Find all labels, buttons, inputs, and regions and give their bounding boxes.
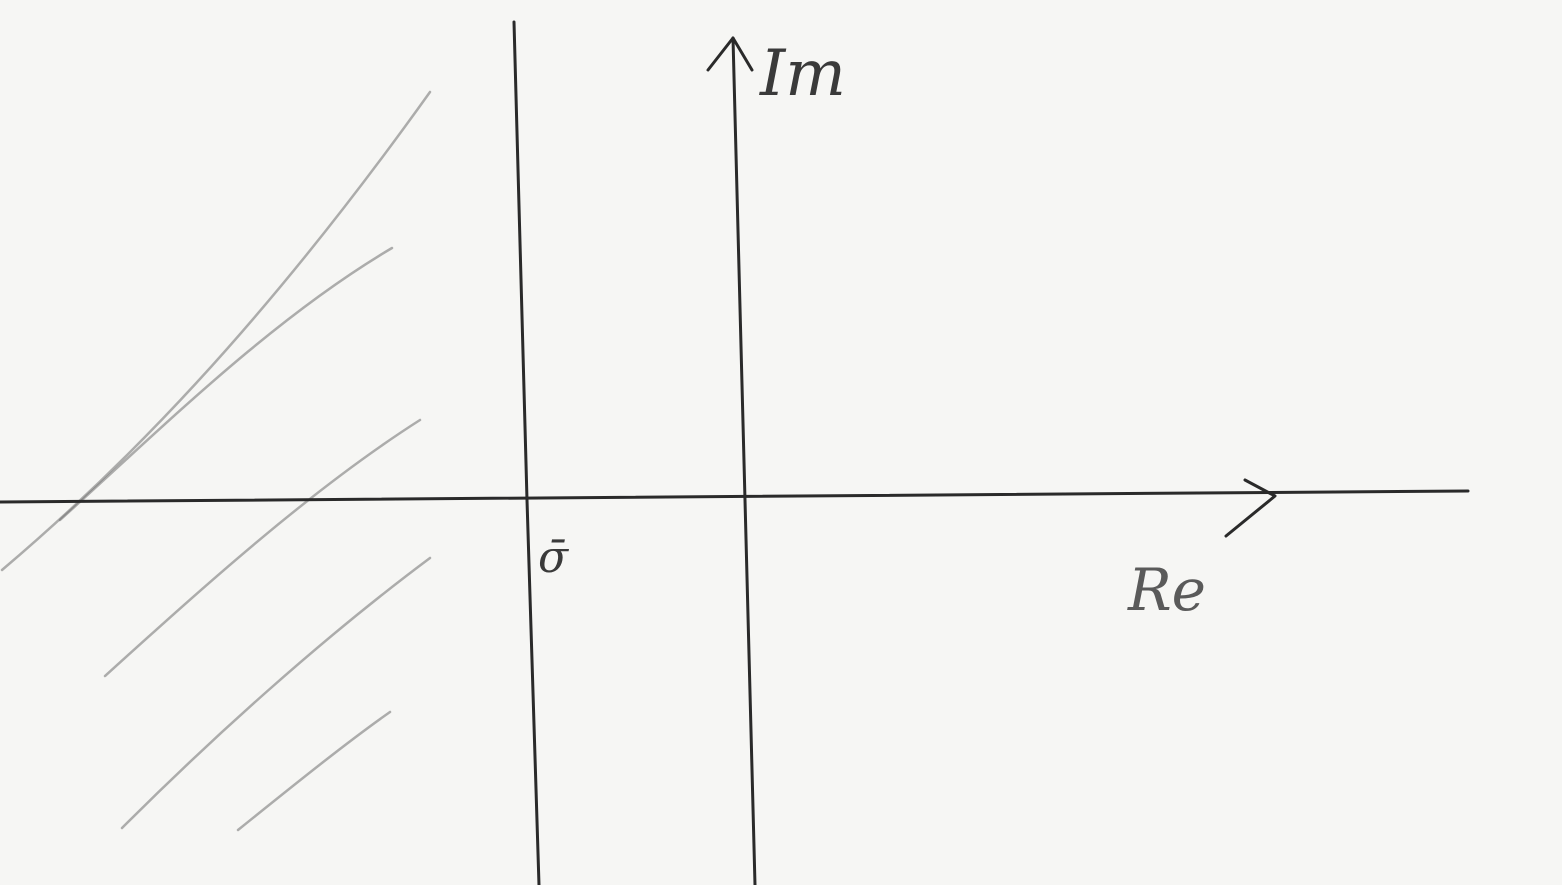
hatched-region (0, 90, 432, 832)
hatch-line-3 (103, 418, 422, 678)
hatch-line-4 (120, 556, 432, 830)
sigma-line (512, 20, 541, 885)
hatch-line-1 (0, 90, 432, 572)
real-axis-label: Re (1127, 556, 1206, 624)
real-axis (0, 489, 1470, 504)
real-axis-arrowhead (1224, 478, 1277, 538)
hatch-line-2 (58, 246, 394, 522)
hatch-line-5 (236, 710, 392, 832)
imaginary-axis (731, 36, 757, 885)
imaginary-axis-label: Im (759, 37, 846, 111)
imaginary-axis-arrowhead (706, 36, 754, 72)
sigma-label: σ̄ (538, 532, 570, 583)
